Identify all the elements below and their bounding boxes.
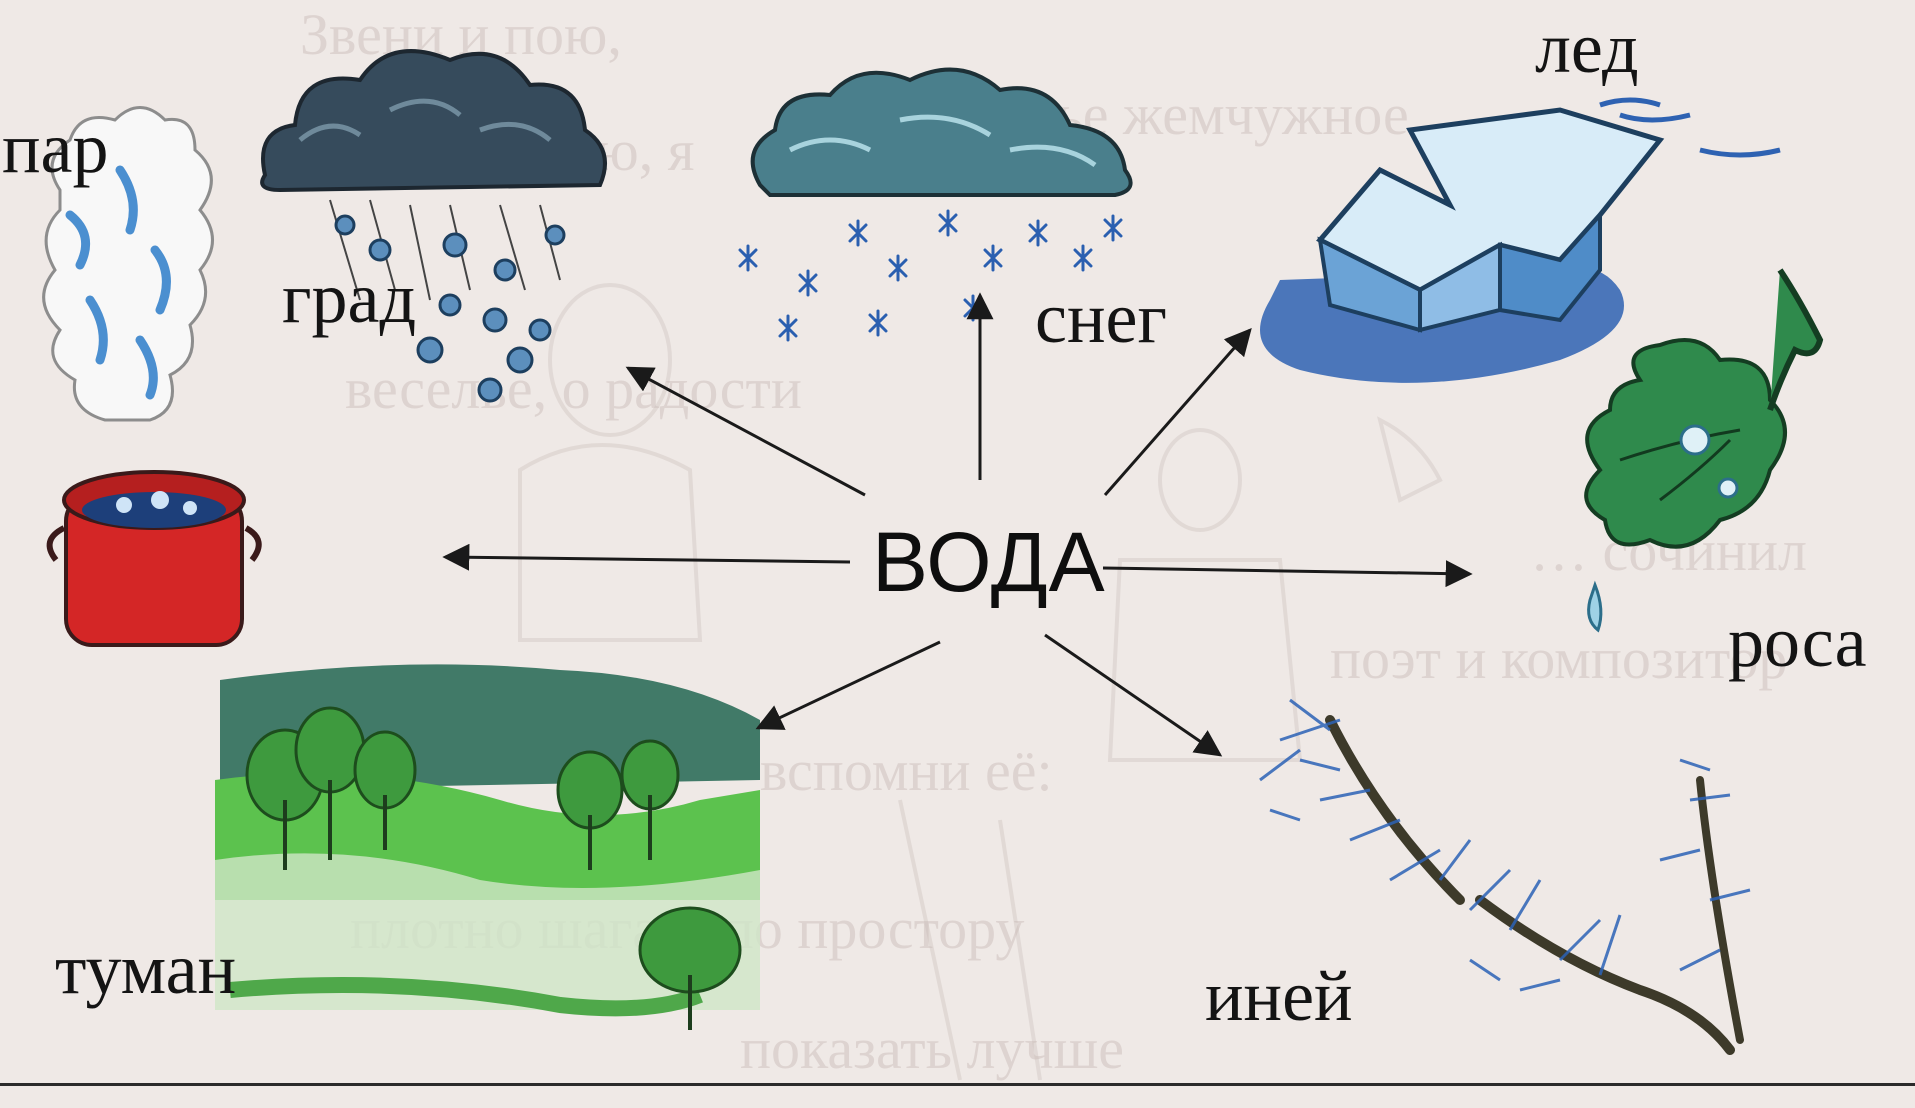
background-text-line: показать лучше — [740, 1016, 1125, 1081]
hail-cloud-icon — [260, 49, 607, 403]
label-dew: роса — [1728, 602, 1867, 682]
center-label-water: ВОДА — [872, 515, 1106, 609]
label-snow: снег — [1035, 278, 1167, 358]
arrow-to-dew — [1102, 560, 1473, 588]
label-steam: пар — [2, 108, 109, 188]
label-frost: иней — [1205, 956, 1353, 1036]
background-figures — [518, 283, 1443, 1081]
frost-branch-icon — [1259, 698, 1751, 1055]
arrow-to-hail — [625, 366, 866, 497]
label-fog: туман — [55, 929, 237, 1009]
arrow-to-frost — [1044, 633, 1223, 757]
label-hail: град — [282, 258, 417, 338]
steam-pot-icon — [42, 106, 262, 647]
background-text-line: Звени и пою, — [300, 2, 622, 67]
page-divider — [0, 1083, 1915, 1086]
background-text-line: веселье, о радости — [345, 356, 802, 421]
fog-landscape-icon — [215, 664, 760, 1030]
background-text-line: вспомни её: — [760, 738, 1053, 803]
dew-leaf-icon — [1584, 268, 1824, 633]
arrow-to-ice — [1103, 327, 1252, 496]
ice-floe-icon — [1260, 97, 1781, 383]
background-text-line: поэт и композитор — [1330, 626, 1788, 691]
relation-arrows — [442, 292, 1473, 757]
arrow-to-fog — [755, 640, 941, 730]
label-ice: лед — [1535, 8, 1639, 88]
arrow-to-steam — [442, 543, 851, 571]
